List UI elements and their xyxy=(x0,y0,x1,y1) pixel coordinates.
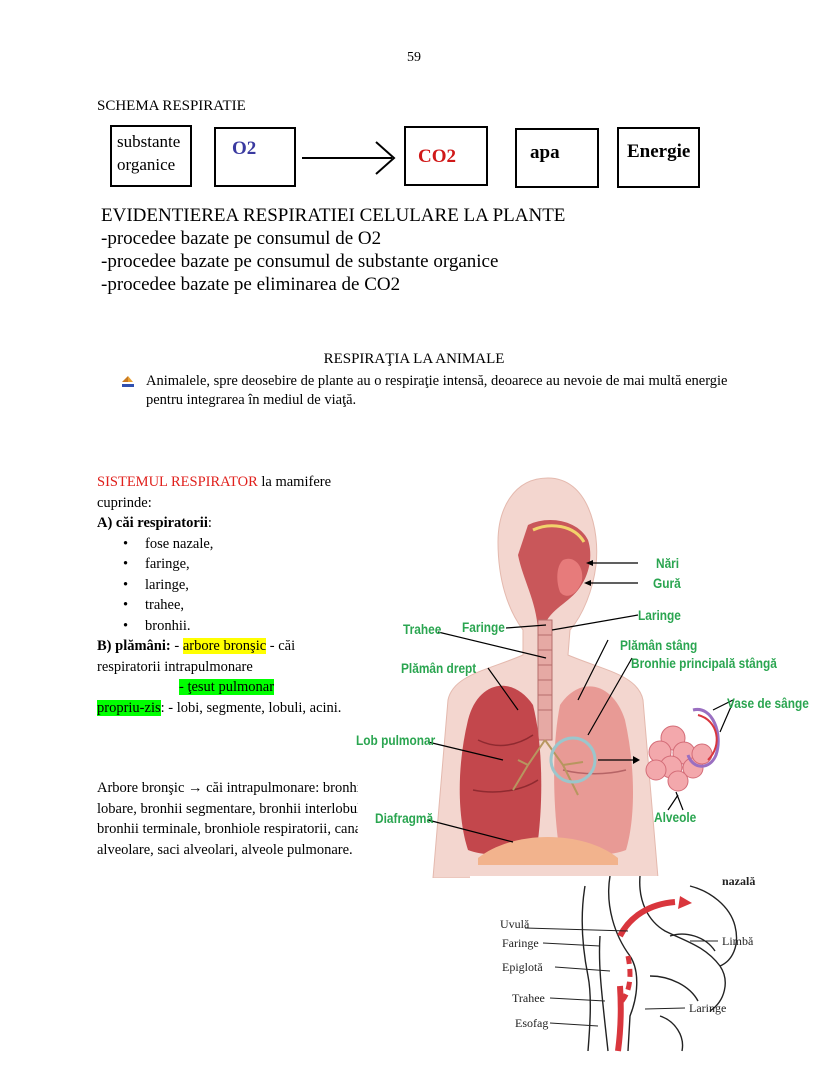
cai-heading: A) căi respiratorii: xyxy=(97,513,347,534)
sistem-respirator-section: SISTEMUL RESPIRATOR la mamifere cuprinde… xyxy=(97,472,347,718)
plamani-dash: - xyxy=(170,638,183,654)
energie-label: Energie xyxy=(627,141,691,162)
list-item: trahee, xyxy=(123,595,347,616)
sistem-title: SISTEMUL RESPIRATOR la mamifere cuprinde… xyxy=(97,472,347,513)
evidentierea-item: -procedee bazate pe consumul de substant… xyxy=(101,251,499,272)
arrow-bullet-icon xyxy=(122,376,134,387)
sistem-title-rest: la mamifere cuprinde: xyxy=(97,474,332,511)
arbore-bronsic-text: Arbore bronşic → căi intrapulmonare: bro… xyxy=(97,780,383,858)
box1-line1: substante xyxy=(117,132,181,151)
label2-nazala: nazală xyxy=(722,874,756,888)
page-number: 59 xyxy=(407,50,421,65)
box1-line2: organice xyxy=(117,155,176,174)
propriu-line: propriu-zis: - lobi, segmente, lobuli, a… xyxy=(97,698,347,719)
label-alveole: Alveole xyxy=(654,810,697,825)
box-apa: apa xyxy=(515,128,599,188)
label-plaman-stang: Plămân stâng xyxy=(620,638,698,653)
label-laringe: Laringe xyxy=(638,608,681,623)
animale-bullet-text: Animalele, spre deosebire de plante au o… xyxy=(146,373,728,408)
tesut-line: - ţesut pulmonar xyxy=(97,677,347,698)
label-nari: Nări xyxy=(656,556,680,571)
list-item: fose nazale, xyxy=(123,534,347,555)
arbore-highlight: arbore bronşic xyxy=(182,638,267,654)
label2-epiglota: Epiglotă xyxy=(502,960,543,974)
cai-colon: : xyxy=(207,515,212,531)
label-lob-pulmonar: Lob pulmonar xyxy=(356,733,436,748)
label2-esofag: Esofag xyxy=(515,1016,549,1030)
box-energie: Energie xyxy=(617,127,700,188)
propriu-rest: : - lobi, segmente, lobuli, acini. xyxy=(160,699,342,716)
airway-section-figure xyxy=(470,876,770,1056)
label-bronhie-principala: Bronhie principală stângă xyxy=(631,656,777,671)
co2-label: CO2 xyxy=(418,146,456,167)
tesut-highlight: - ţesut pulmonar xyxy=(179,679,275,695)
evidentierea-section: EVIDENTIEREA RESPIRATIEI CELULARE LA PLA… xyxy=(101,204,565,296)
box-co2: CO2 xyxy=(404,126,488,186)
o2-label: O2 xyxy=(232,138,257,159)
cai-label: A) căi respiratorii xyxy=(97,515,208,531)
box-substante-organice: substante organice xyxy=(110,125,192,187)
label2-uvula: Uvulă xyxy=(500,917,530,931)
label2-limba: Limbă xyxy=(722,934,754,948)
schema-title: SCHEMA RESPIRATIE xyxy=(97,98,246,114)
evidentierea-item: -procedee bazate pe consumul de O2 xyxy=(101,228,382,249)
plamani-line: B) plămâni: - arbore bronşic - căi respi… xyxy=(97,636,347,677)
label2-laringe: Laringe xyxy=(689,1001,727,1015)
plamani-label: B) plămâni: xyxy=(97,638,171,654)
sistem-title-red: SISTEMUL RESPIRATOR xyxy=(97,474,258,490)
plamani-rest: - căi respiratorii intrapulmonare xyxy=(97,638,296,675)
label2-faringe: Faringe xyxy=(502,936,539,950)
evidentierea-title: EVIDENTIEREA RESPIRATIEI CELULARE LA PLA… xyxy=(101,205,566,226)
label-diafragma: Diafragmă xyxy=(375,811,434,826)
label-faringe: Faringe xyxy=(462,620,505,635)
list-item: bronhii. xyxy=(123,616,347,637)
arrow-right-icon xyxy=(302,141,396,175)
label2-trahee: Trahee xyxy=(512,991,545,1005)
list-item: faringe, xyxy=(123,554,347,575)
apa-label: apa xyxy=(530,142,560,163)
label-trahee: Trahee xyxy=(403,622,442,637)
evidentierea-item: -procedee bazate pe eliminarea de CO2 xyxy=(101,274,401,295)
propriu-highlight: propriu-zis xyxy=(97,699,161,716)
label-gura: Gură xyxy=(653,576,681,591)
label-plaman-drept: Plămân drept xyxy=(401,661,477,676)
label-vase-sange: Vase de sânge xyxy=(727,696,809,711)
box-o2: O2 xyxy=(214,127,296,187)
cai-list: fose nazale, faringe, laringe, trahee, b… xyxy=(97,534,347,637)
respiratory-system-figure xyxy=(358,470,816,878)
respiratia-animale-title: RESPIRAŢIA LA ANIMALE xyxy=(323,351,505,367)
list-item: laringe, xyxy=(123,575,347,596)
